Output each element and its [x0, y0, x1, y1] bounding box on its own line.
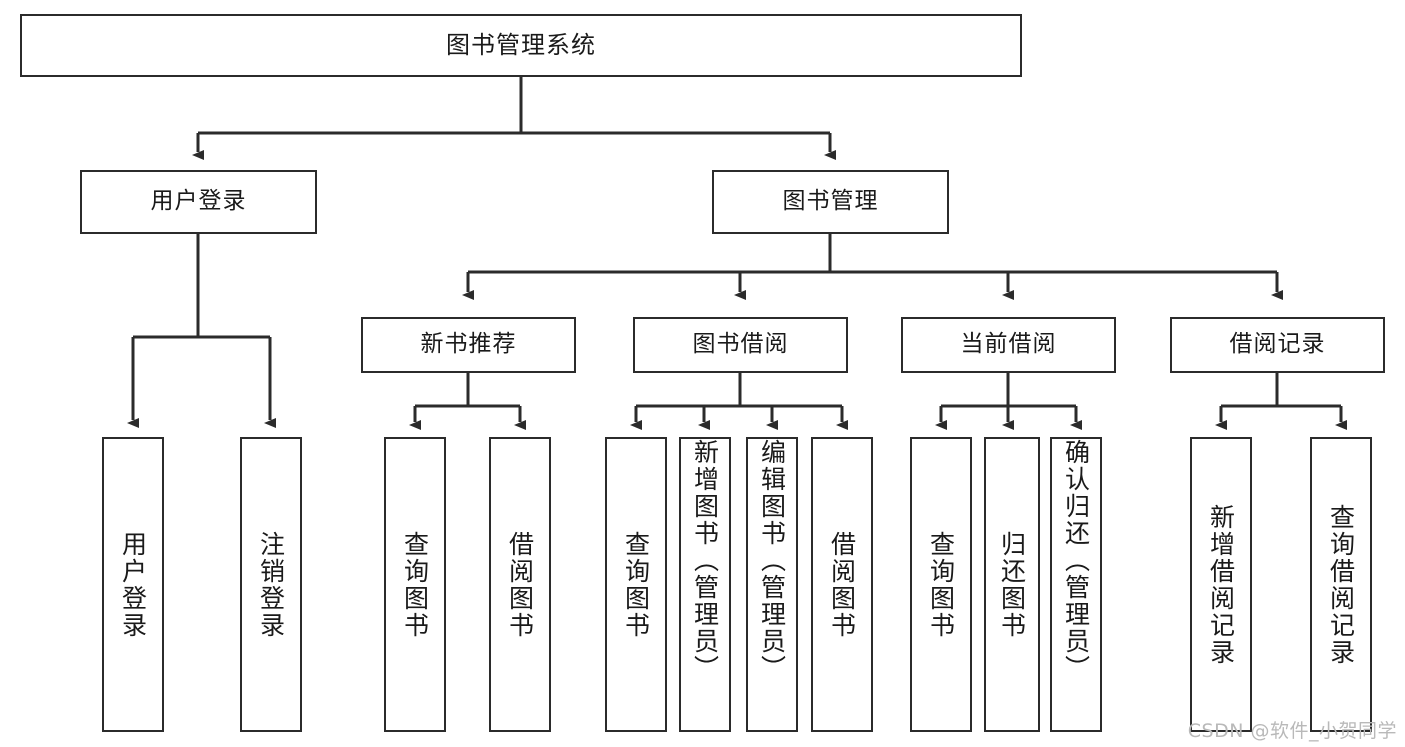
leaf-query-book-recommend[interactable]: 查询图书 [384, 437, 446, 732]
node-label: 借阅记录 [1229, 331, 1326, 358]
leaf-query-book-current[interactable]: 查询图书 [910, 437, 972, 732]
node-label: 图书管理系统 [446, 31, 596, 60]
leaf-return-book[interactable]: 归还图书 [984, 437, 1040, 732]
node-book-borrow[interactable]: 图书借阅 [633, 317, 848, 373]
node-new-book-recommend[interactable]: 新书推荐 [361, 317, 576, 373]
node-label: 新书推荐 [420, 331, 517, 358]
leaf-borrow-book-recommend[interactable]: 借阅图书 [489, 437, 551, 732]
leaf-label: 查询图书 [926, 530, 956, 639]
leaf-label: 查询借阅记录 [1326, 503, 1356, 666]
leaf-label: 新增图书（管理员） [690, 439, 720, 682]
leaf-query-borrow-record[interactable]: 查询借阅记录 [1310, 437, 1372, 732]
leaf-query-book-borrow[interactable]: 查询图书 [605, 437, 667, 732]
leaf-add-book-admin[interactable]: 新增图书（管理员） [679, 437, 731, 732]
node-user-login[interactable]: 用户登录 [80, 170, 317, 234]
leaf-confirm-return-admin[interactable]: 确认归还（管理员） [1050, 437, 1102, 732]
leaf-label: 借阅图书 [827, 530, 857, 639]
leaf-label: 归还图书 [997, 530, 1027, 639]
leaf-label: 查询图书 [621, 530, 651, 639]
node-current-borrow[interactable]: 当前借阅 [901, 317, 1116, 373]
node-system-root[interactable]: 图书管理系统 [20, 14, 1022, 77]
leaf-user-logout[interactable]: 注销登录 [240, 437, 302, 732]
leaf-borrow-book-borrow[interactable]: 借阅图书 [811, 437, 873, 732]
leaf-label: 注销登录 [256, 530, 286, 639]
leaf-label: 编辑图书（管理员） [757, 439, 787, 682]
leaf-user-login[interactable]: 用户登录 [102, 437, 164, 732]
leaf-label: 新增借阅记录 [1206, 503, 1236, 666]
node-label: 图书借阅 [692, 331, 789, 358]
leaf-label: 借阅图书 [505, 530, 535, 639]
node-label: 图书管理 [782, 188, 879, 215]
node-borrow-record[interactable]: 借阅记录 [1170, 317, 1385, 373]
leaf-label: 用户登录 [118, 530, 148, 639]
leaf-label: 确认归还（管理员） [1061, 439, 1091, 682]
leaf-edit-book-admin[interactable]: 编辑图书（管理员） [746, 437, 798, 732]
csdn-watermark: CSDN @软件_小贺同学 [1187, 720, 1397, 742]
node-label: 当前借阅 [960, 331, 1057, 358]
leaf-label: 查询图书 [400, 530, 430, 639]
node-book-manage[interactable]: 图书管理 [712, 170, 949, 234]
leaf-add-borrow-record[interactable]: 新增借阅记录 [1190, 437, 1252, 732]
node-label: 用户登录 [150, 188, 247, 215]
